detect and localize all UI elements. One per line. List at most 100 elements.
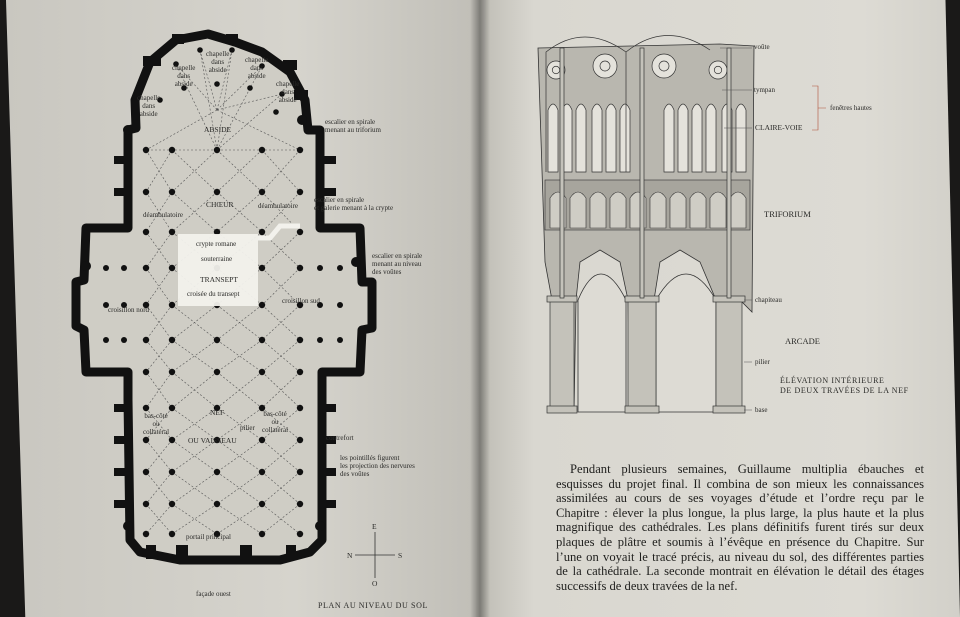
label-chapelle-3: chapelle dans abside [206,50,230,74]
plan-pillar [214,81,220,87]
plan-pillar [258,530,266,538]
label-pilier: pilier [240,424,255,432]
triforium-arch [569,191,587,229]
stair-turret [123,521,133,531]
vault-rib [145,149,173,193]
plan-pillar [296,264,304,272]
tympan-roses [545,35,728,172]
triforium-arch [589,191,607,229]
vault-rib [216,109,301,151]
vault-rib [171,471,218,505]
plan-pillar [337,265,343,271]
stair-turret [81,261,91,271]
vault-rib [145,231,173,269]
triforium-arch [689,191,707,229]
plan-pillar [213,368,221,376]
tympan-rose-inner [713,65,723,75]
label-chapelle-5: chapelle dans abside [276,80,300,104]
clerestory-lancet [575,103,587,173]
tympan-rose-inner [658,60,670,72]
plan-pillar [296,468,304,476]
tympan-rose-inner [599,60,611,72]
vault-rib [216,407,263,441]
plan-pillar [181,85,187,91]
plan-pillar [273,109,279,115]
vault-rib [145,439,173,473]
vault-rib [171,339,218,373]
vault-rib [261,231,301,269]
fenetres-brace [812,85,826,131]
plan-pillar [142,264,150,272]
plan-pillar [213,468,221,476]
plan-pillar [168,436,176,444]
vault-rib [261,339,301,373]
plan-pillar [259,63,265,69]
plan-pillar [213,228,221,236]
clerestory-lancet [547,103,559,173]
clerestory-lancet [591,103,603,173]
vault-rib [145,267,173,306]
pier-base [712,405,746,414]
label-bas-cote-right: bas-côté ou collatéral [262,410,289,434]
label-abside: ABSIDE [204,125,232,134]
buttress [114,500,128,508]
plan-pillar [168,301,176,309]
clerestory-arch [545,36,627,172]
vault-rib [216,93,283,111]
elevation-caption-line2: DE DEUX TRAVÉES DE LA NEF [780,386,909,395]
plan-pillar [168,468,176,476]
vault-rib [261,191,301,233]
vault-rib [145,339,173,373]
label-facade: façade ouest [196,590,231,598]
vault-rib [171,439,218,473]
plan-pillar [258,500,266,508]
plan-pillar [258,404,266,412]
vault-rib [216,503,263,535]
label-chapelle-4: chapelle dans abside [245,56,269,80]
plan-pillar [142,468,150,476]
elevation-leader-lines [720,47,752,411]
plan-pillar [103,337,109,343]
buttress [114,436,128,444]
vault-rib [171,407,218,441]
vault-rib [261,471,301,505]
buttress [114,468,128,476]
plan-pillars [103,47,343,538]
label-choeur: CHŒUR [206,200,234,209]
vault-rib [145,267,173,306]
label-escalier-voutes: escalier en spirale menant au niveau des… [372,252,423,276]
stair-turret [297,115,307,125]
triforium-arch [649,191,667,229]
pier-shaft [715,299,743,409]
label-deambulatoire-right: déambulatoire [258,202,299,210]
plan-pillar [317,265,323,271]
triforium-arch [709,191,727,229]
plan-pillar [142,436,150,444]
clerestory-lancet [605,103,617,173]
plan-pillar [142,500,150,508]
clerestory-lancet [663,103,675,173]
plan-pillar [258,336,266,344]
vault-rib [216,407,263,441]
label-escalier-crypte: escalier en spirale et galerie menant à … [314,196,394,212]
plan-pillar [142,404,150,412]
plan-pillar [247,85,253,91]
buttress [114,156,128,164]
vault-rib [145,471,173,505]
stair-turret [315,521,325,531]
compass-o: O [372,579,378,588]
buttress [322,436,336,444]
plan-pillar [142,188,150,196]
plan-pillar [296,146,304,154]
plan-pillar [296,188,304,196]
pier-shaft-colonnette [726,47,732,299]
label-tympan: tympan [754,86,775,94]
clerestory-lancet [677,103,689,173]
plan-pillar [337,302,343,308]
buttress [322,156,336,164]
plan-pillar [296,404,304,412]
label-nef: NEF [210,408,225,417]
plan-pillar [296,336,304,344]
